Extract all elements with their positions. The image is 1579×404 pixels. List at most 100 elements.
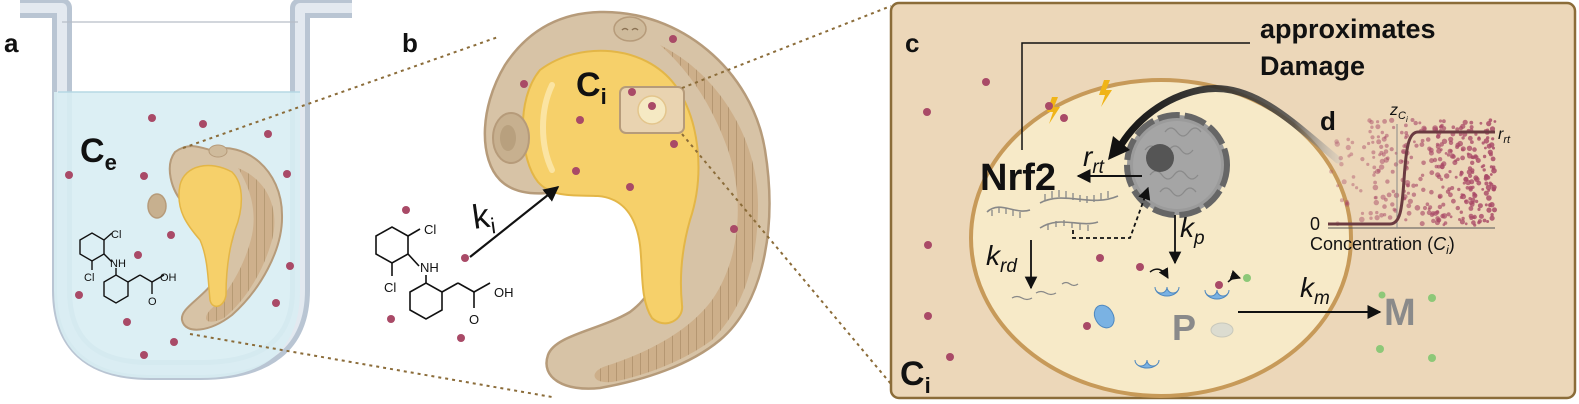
concentration-dot	[1441, 161, 1447, 167]
concentration-dot	[1436, 210, 1440, 214]
concentration-dot	[1375, 168, 1381, 175]
concentration-dot	[1439, 177, 1444, 181]
concentration-dot	[1451, 125, 1456, 129]
concentration-dot	[1341, 179, 1347, 185]
concentration-dot	[1391, 189, 1396, 194]
concentration-dot	[1384, 197, 1388, 202]
concentration-dot	[1383, 149, 1389, 154]
concentration-dot	[1487, 149, 1493, 155]
concentration-dot	[1422, 205, 1428, 211]
concentration-dot	[1429, 189, 1434, 195]
concentration-dot	[1382, 119, 1387, 124]
concentration-dot	[1428, 150, 1434, 156]
uptake-arrow	[469, 186, 560, 258]
concentration-dot	[1386, 156, 1390, 160]
cell	[969, 78, 1353, 398]
concentration-dot-cloud	[1329, 117, 1497, 227]
zoom-connectors-bc	[681, 5, 892, 385]
ci-label-c: Ci	[900, 355, 931, 398]
degraded-mrna-fragments	[1011, 281, 1079, 301]
concentration-dot	[1454, 175, 1458, 179]
molecule-a-oh: OH	[160, 272, 177, 284]
concentration-dot	[1400, 159, 1404, 163]
concentration-dot	[1436, 134, 1441, 139]
concentration-dot	[1461, 216, 1465, 221]
molecule-a-nh: NH	[110, 258, 126, 270]
concentration-dot	[1345, 144, 1351, 151]
approximates-label: approximates	[1260, 14, 1436, 44]
molecule-a-o: O	[148, 296, 157, 308]
concentration-dot	[1392, 125, 1396, 130]
concentration-dot	[1443, 221, 1448, 225]
concentration-dot	[1367, 118, 1372, 123]
molecule-b-cl-top: Cl	[424, 222, 436, 237]
concentration-dot	[1442, 119, 1446, 124]
concentration-dot	[1459, 170, 1464, 176]
embryo-large	[483, 10, 771, 390]
concentration-dot	[1346, 137, 1350, 142]
concentration-dot	[1422, 127, 1427, 131]
concentration-dot	[1385, 179, 1390, 184]
concentration-dot	[1482, 164, 1486, 168]
concentration-dot	[1372, 155, 1376, 159]
panel-a-letter: a	[4, 28, 19, 58]
concentration-dot	[1458, 132, 1463, 137]
concentration-dot	[1389, 147, 1394, 152]
molecule-b-o: O	[469, 312, 479, 327]
concentration-dot	[1490, 156, 1496, 162]
concentration-dot	[1441, 202, 1446, 207]
concentration-dot	[1344, 199, 1349, 204]
concentration-dot	[1378, 164, 1385, 170]
concentration-dot	[1476, 180, 1482, 186]
concentration-dot	[1450, 186, 1455, 190]
protein-molecules	[1093, 286, 1230, 369]
panel-b-letter: b	[402, 28, 418, 58]
concentration-dot	[1406, 210, 1412, 216]
concentration-dot	[1379, 150, 1384, 155]
concentration-dot	[1379, 158, 1385, 164]
concentration-dot	[1490, 213, 1494, 217]
molecule-a-cl-bottom: Cl	[84, 272, 94, 284]
concentration-dot	[1488, 181, 1492, 185]
concentration-dot	[1481, 188, 1485, 191]
concentration-dot	[1437, 157, 1443, 162]
concentration-dot	[1382, 204, 1387, 209]
diclofenac-molecule-b	[375, 226, 491, 320]
concentration-dot	[1474, 199, 1479, 204]
concentration-dot	[1439, 125, 1443, 129]
concentration-dot	[1345, 202, 1348, 206]
concentration-dot	[1489, 173, 1493, 176]
concentration-dot	[1375, 210, 1379, 215]
concentration-dot	[1427, 146, 1432, 151]
mrna-strands	[986, 190, 1119, 231]
concentration-dot	[1421, 160, 1426, 166]
panel-c: c approximates Damage Nrf2	[889, 1, 1577, 400]
concentration-dot	[1372, 165, 1377, 170]
concentration-dot	[1393, 162, 1399, 167]
concentration-dot	[1493, 120, 1497, 123]
concentration-dot	[1444, 152, 1448, 155]
concentration-dot	[1483, 190, 1489, 196]
concentration-dot	[1470, 140, 1474, 145]
sigmoid-response-curve	[1328, 130, 1495, 226]
concentration-dot	[1336, 184, 1340, 188]
concentration-dot	[1467, 135, 1473, 141]
concentration-dot	[1366, 162, 1370, 166]
concentration-dot	[1419, 221, 1425, 227]
concentration-dot	[1376, 120, 1380, 124]
concentration-dot	[1449, 215, 1453, 219]
concentration-dot	[1339, 198, 1344, 203]
concentration-dot	[1368, 211, 1373, 216]
concentration-dot	[1466, 152, 1470, 156]
concentration-dot	[1384, 133, 1389, 138]
concentration-dot	[1376, 139, 1382, 145]
concentration-dot	[1492, 207, 1497, 213]
concentration-dot	[1458, 218, 1461, 221]
concentration-dot	[1374, 215, 1380, 221]
concentration-dot	[1334, 139, 1339, 144]
concentration-dot	[1372, 184, 1379, 191]
concentration-dot	[1418, 121, 1422, 125]
curve-label: rrt	[1498, 126, 1511, 146]
panel-c-letter: c	[905, 28, 919, 58]
metabolite-label: M	[1384, 292, 1416, 334]
